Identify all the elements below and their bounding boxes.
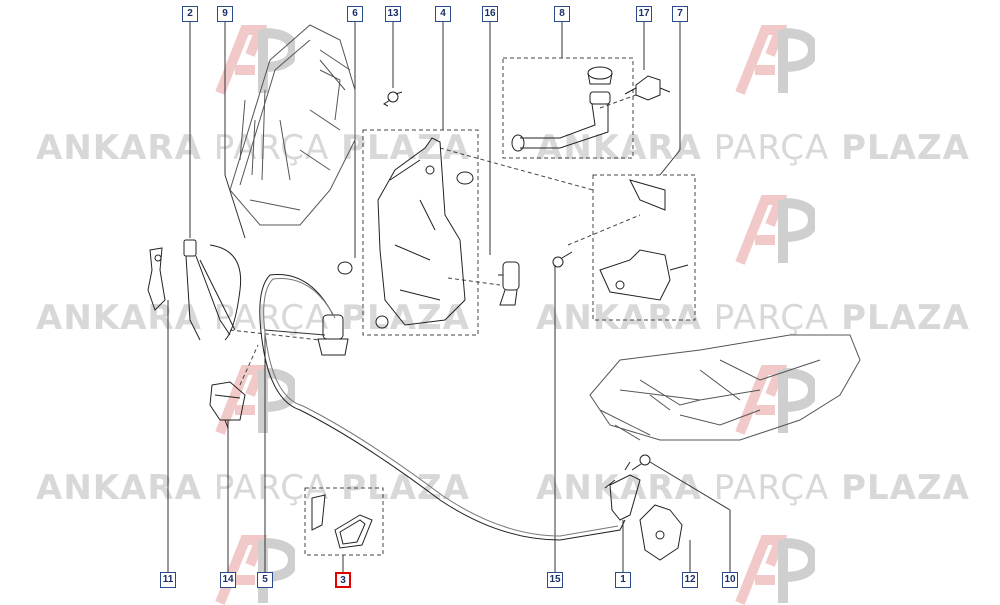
connector-14 [209,381,246,429]
callout-5: 5 [257,572,273,588]
washer-pump-5 [317,314,349,356]
callout-10: 10 [722,572,738,588]
bracket-7 [599,179,689,301]
headlamp-left [229,24,356,226]
callout-1: 1 [615,572,631,588]
washer-pump-16 [498,261,520,306]
callout-2: 2 [182,6,198,22]
callout-9: 9 [217,6,233,22]
callout-8: 8 [554,6,570,22]
jet-holder-2 [183,239,242,341]
watermark-logo-icon [735,25,815,95]
watermark-logo-icon [735,365,815,435]
watermark-text: ANKARA PARÇA PLAZA [536,468,970,508]
group-boxes [229,57,696,556]
callout-11: 11 [160,572,176,588]
headlamp-washer-jet-1 [604,461,641,521]
watermark-logo-icon [735,195,815,265]
screw-15 [552,251,573,268]
callout-15: 15 [547,572,563,588]
filler-neck [511,66,613,152]
callout-6: 6 [347,6,363,22]
jet-cover-3 [311,494,373,549]
screw-10 [631,454,651,471]
grommet-6 [337,261,389,329]
callout-14: 14 [220,572,236,588]
watermark-logo-icon [735,535,815,605]
bracket-12 [639,504,683,561]
watermark-text: ANKARA PARÇA PLAZA [36,468,470,508]
callout-12: 12 [682,572,698,588]
callout-3: 3 [335,572,351,588]
watermark-text: ANKARA PARÇA PLAZA [536,128,970,168]
clamp [624,75,671,101]
callout-7: 7 [672,6,688,22]
bracket-11 [147,247,166,311]
watermark-text: ANKARA PARÇA PLAZA [536,298,970,338]
bolt-13 [383,91,403,107]
watermark-logo-icon [215,365,295,435]
washer-reservoir [377,137,474,326]
watermark-text: ANKARA PARÇA PLAZA [36,128,470,168]
callout-16: 16 [482,6,498,22]
callout-13: 13 [385,6,401,22]
watermark-logo-icon [215,535,295,605]
callout-4: 4 [435,6,451,22]
washer-hose [259,274,626,541]
headlamp-right [589,334,861,441]
leader-lines [167,22,731,572]
callout-17: 17 [636,6,652,22]
